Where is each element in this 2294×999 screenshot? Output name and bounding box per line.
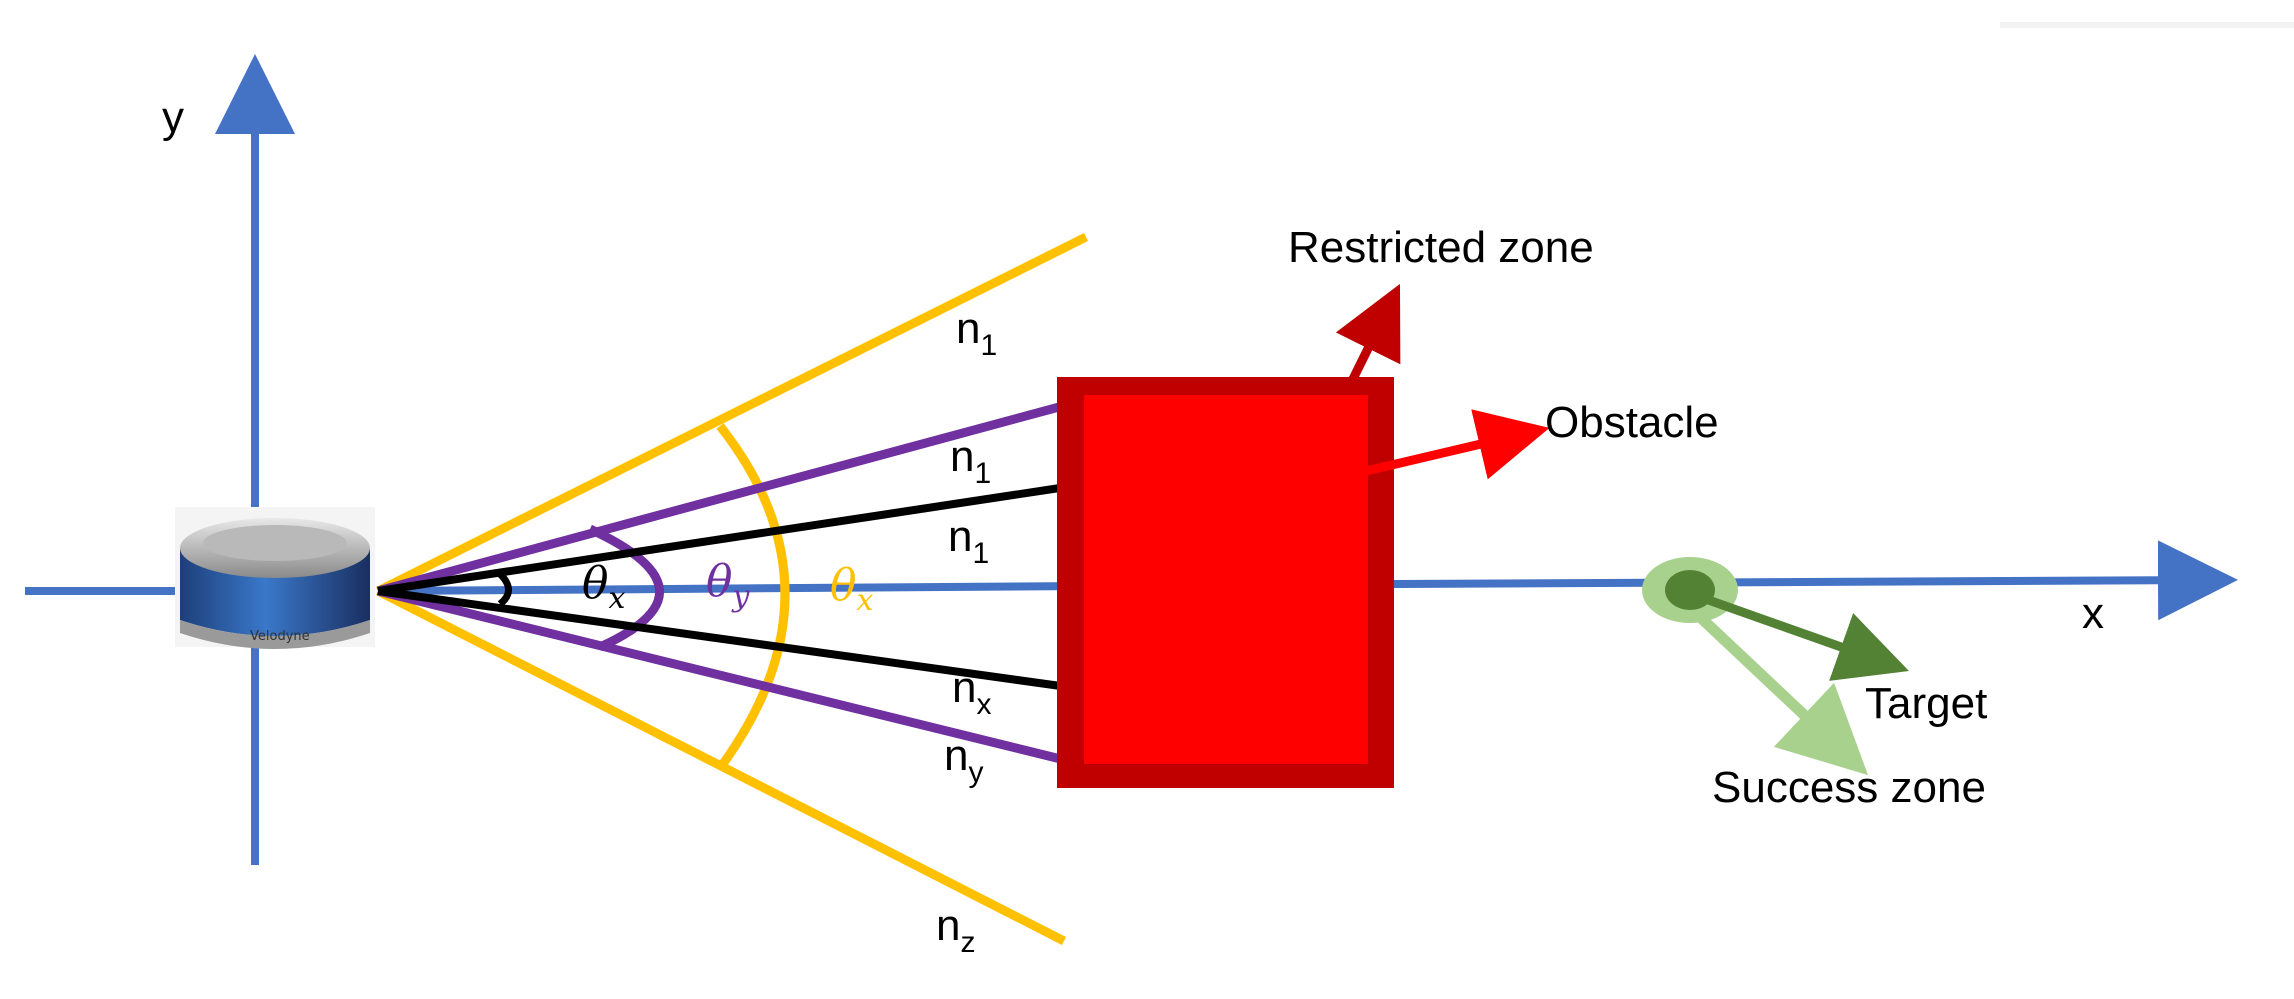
inner-fov-line-top <box>377 482 1074 595</box>
success-zone-label: Success zone <box>1712 763 1986 812</box>
angle-theta-x-inner-label: θx <box>582 558 626 616</box>
obstacle-label: Obstacle <box>1545 398 1719 447</box>
angle-theta-y-label: θy <box>706 556 751 614</box>
inner-fov-top-label: n1 <box>948 512 989 570</box>
mid-fov-line-bottom <box>376 586 1087 770</box>
corner-shadow <box>2000 22 2294 28</box>
mid-fov-angle-arc <box>588 524 664 652</box>
mid-fov-line-top <box>376 395 1087 596</box>
obstacle-rect <box>1084 395 1368 764</box>
outer-fov-angle-arc <box>716 423 790 771</box>
target-arrow <box>1698 592 1909 681</box>
x-axis-fov <box>379 582 1089 595</box>
success-zone-arrow <box>1696 612 1869 776</box>
outer-fov-line-top <box>375 232 1089 596</box>
outer-fov-top-label: n1 <box>956 304 997 362</box>
inner-fov-line-bottom <box>377 587 1076 692</box>
lidar-brand-text: Velodyne <box>250 629 310 644</box>
lidar-sensor-icon: Velodyne <box>175 507 375 649</box>
target-label: Target <box>1865 679 1987 728</box>
y-axis-label: y <box>162 93 184 142</box>
inner-fov-angle-arc <box>495 569 512 607</box>
x-axis-label: x <box>2082 589 2104 638</box>
obstacle-arrow <box>1364 409 1550 480</box>
mid-fov-top-label: n1 <box>950 432 991 490</box>
angle-theta-x-outer-label: θx <box>830 560 874 618</box>
outer-fov-bottom-label: nz <box>936 901 975 959</box>
restricted-zone-arrow <box>1335 283 1401 383</box>
inner-fov-bottom-label: nx <box>952 663 991 721</box>
mid-fov-bottom-label: ny <box>944 731 983 789</box>
restricted-zone-label: Restricted zone <box>1288 223 1594 272</box>
x-axis-right <box>1389 540 2238 621</box>
